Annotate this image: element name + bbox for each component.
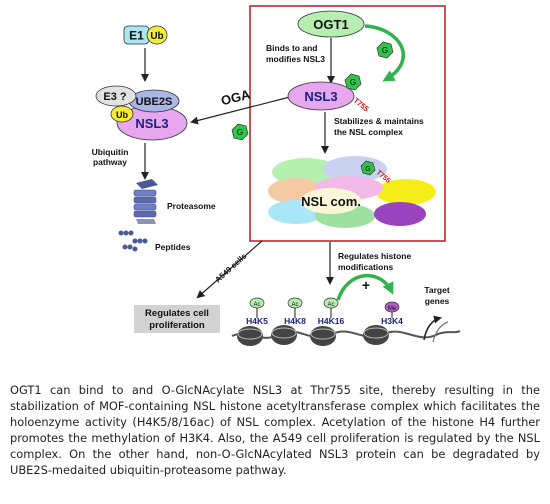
ub-label-e1: Ub xyxy=(150,31,163,42)
svg-text:G: G xyxy=(382,46,388,55)
svg-text:G: G xyxy=(365,166,370,173)
nsl-complex xyxy=(268,156,436,228)
g-glcnac-icon-nsl3: G xyxy=(344,73,362,91)
regulates-histone-label-2: modifications xyxy=(338,262,394,272)
ube2s-label: UBE2S xyxy=(136,96,173,108)
ac-mark-h4k8: Ac xyxy=(287,297,303,318)
regulates-histone-label-1: Regulates histone xyxy=(338,251,411,261)
h4k16-label: H4K16 xyxy=(318,316,345,326)
svg-text:Ac: Ac xyxy=(327,302,334,308)
binds-label-1: Binds to and xyxy=(266,43,317,53)
nsl3-node xyxy=(287,81,355,111)
svg-text:Ac: Ac xyxy=(291,302,298,308)
proteasome-icon xyxy=(133,179,158,224)
stabilizes-label-2: the NSL complex xyxy=(334,127,403,137)
target-genes-label-1: Target xyxy=(424,285,450,295)
svg-text:G: G xyxy=(237,128,243,137)
peptides-icon xyxy=(118,230,148,252)
plus-sign: + xyxy=(362,277,370,293)
stabilizes-label-1: Stabilizes & maintains xyxy=(334,116,424,126)
binds-label-2: modifies NSL3 xyxy=(266,54,325,64)
oga-arrow xyxy=(190,96,291,125)
chromatin-fiber xyxy=(231,315,461,346)
g-glcnac-icon-complex: G xyxy=(360,160,376,176)
ogt1-node xyxy=(297,10,365,38)
oga-label: OGA xyxy=(219,86,252,108)
e3-label: E3 ? xyxy=(103,91,127,103)
nsl3-pathway-diagram: E1 Ub NSL3 UBE2S E3 ? Ub Ubiquitin pathw… xyxy=(92,5,461,346)
o-glcnac-transfer-arrow xyxy=(364,24,406,82)
e1-label: E1 xyxy=(129,29,144,43)
target-genes-label-2: genes xyxy=(425,296,450,306)
proteasome-label: Proteasome xyxy=(167,201,216,211)
regulates-cell-label-1: Regulates cell xyxy=(145,308,209,319)
regulates-cell-label-2: proliferation xyxy=(149,320,205,331)
svg-text:Ac: Ac xyxy=(253,302,260,308)
regulates-cell-box xyxy=(134,305,220,333)
nsl-complex-label: NSL com. xyxy=(301,194,361,209)
ubiquitin-pathway-label-2: pathway xyxy=(93,157,127,167)
t755-label: T755 xyxy=(352,96,371,114)
ub-label-complex: Ub xyxy=(116,110,128,120)
nsl3-label-center: NSL3 xyxy=(304,89,337,104)
acetylation-promotes-methylation-arrow xyxy=(336,274,394,301)
e1-ub-group: E1 Ub xyxy=(123,25,168,45)
ubiquitin-complex: NSL3 UBE2S E3 ? Ub xyxy=(95,85,188,141)
h3k4-label: H3K4 xyxy=(381,316,403,326)
nsl3-label-left: NSL3 xyxy=(135,116,168,131)
ac-mark-h4k16: Ac xyxy=(323,297,339,318)
svg-text:Me: Me xyxy=(388,306,397,312)
peptides-label: Peptides xyxy=(155,242,191,252)
a549-arrow xyxy=(196,240,263,299)
ogt1-label: OGT1 xyxy=(313,17,348,32)
me-mark-h3k4: Me xyxy=(384,301,400,318)
g-glcnac-icon-top: G xyxy=(376,41,394,59)
ogt1-module-box xyxy=(249,5,446,242)
g-glcnac-icon-oga: G xyxy=(231,123,249,141)
ubiquitin-pathway-label-1: Ubiquitin xyxy=(92,147,129,157)
h4k8-label: H4K8 xyxy=(284,316,306,326)
ac-mark-h4k5: Ac xyxy=(249,297,265,318)
a549-label: A549 cells xyxy=(213,251,249,284)
svg-text:G: G xyxy=(350,78,356,87)
figure-caption: OGT1 can bind to and O-GlcNAcylate NSL3 … xyxy=(10,383,540,477)
h4k5-label: H4K5 xyxy=(246,316,268,326)
